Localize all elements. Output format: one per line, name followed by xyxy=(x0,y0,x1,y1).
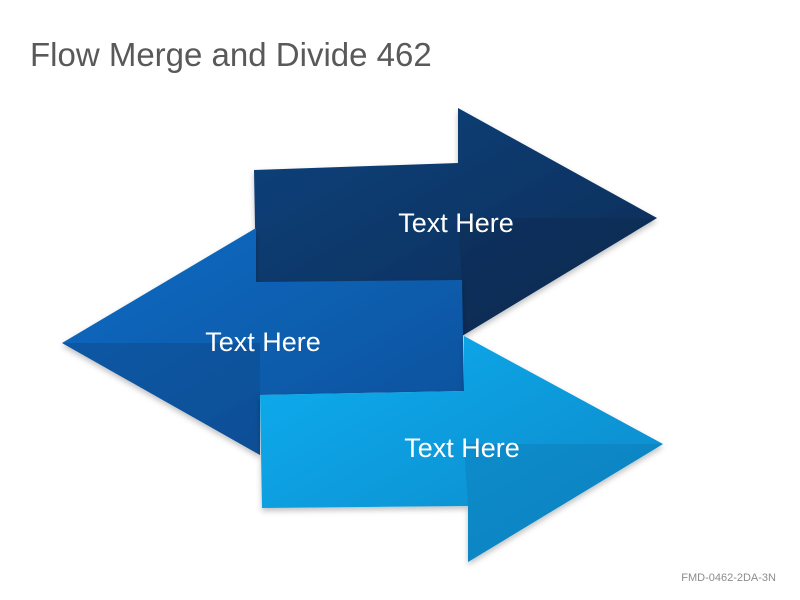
arrow-top-label: Text Here xyxy=(398,208,514,238)
arrow-bottom-facet xyxy=(464,444,663,562)
arrow-top-right: Text Here xyxy=(254,108,657,336)
arrow-bottom-shape xyxy=(260,336,663,562)
arrow-middle-label: Text Here xyxy=(205,327,321,357)
slide-title: Flow Merge and Divide 462 xyxy=(30,36,432,73)
arrow-bottom-right: Text Here xyxy=(260,336,663,562)
arrow-top-facet xyxy=(458,218,657,336)
arrow-bottom-label: Text Here xyxy=(404,433,520,463)
arrow-top-shape xyxy=(254,108,657,336)
arrow-middle-left: Text Here xyxy=(62,228,464,455)
footer-code: FMD-0462-2DA-3N xyxy=(681,572,776,584)
arrow-middle-facet xyxy=(62,343,260,455)
